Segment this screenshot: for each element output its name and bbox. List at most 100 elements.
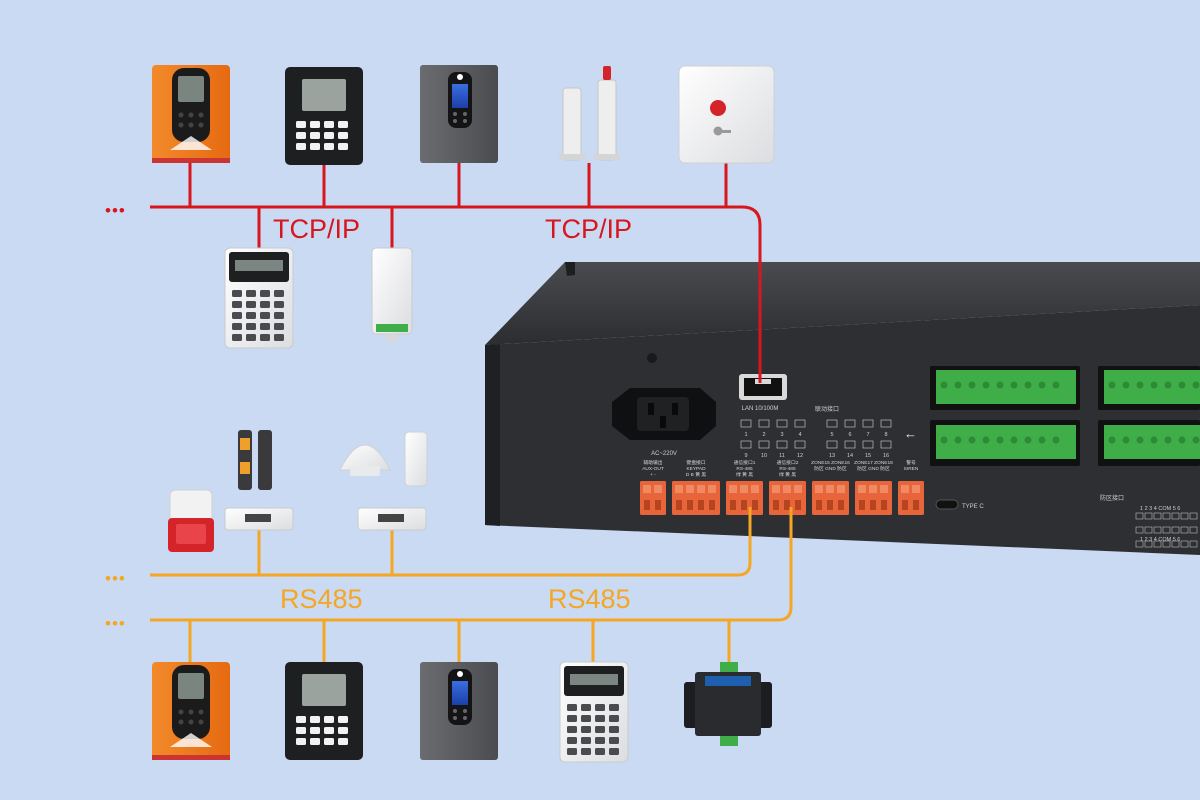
grey-controller-bottom (420, 662, 498, 760)
zone-pin (1180, 512, 1189, 520)
keypad-key (296, 121, 306, 128)
keypad-key (567, 726, 577, 733)
terminal-slot (752, 500, 758, 510)
keypad-key (310, 143, 320, 150)
linkage-number: 9 (744, 453, 747, 459)
zone-label: 防区接口 (1100, 494, 1124, 502)
zone-row-top: 1 2 3 4 COM 5 6 (1140, 506, 1180, 512)
terminal-label: RS-485 (779, 466, 796, 472)
green-terminal-screw (1024, 436, 1032, 444)
grey-controller-top (420, 65, 498, 163)
keypad-key (567, 748, 577, 755)
screw-icon (647, 353, 657, 363)
keypad-key (296, 132, 306, 139)
linkage-number: 6 (848, 432, 851, 438)
terminal-slot (795, 500, 801, 510)
keypad-key (296, 738, 306, 745)
keypad-key (260, 290, 270, 297)
zone-pin (1135, 540, 1144, 548)
terminal-slot (881, 500, 887, 510)
linkage-pin (776, 440, 788, 449)
linkage-number: 7 (866, 432, 869, 438)
zone-pin (1144, 512, 1153, 520)
tcp-main-line (150, 205, 762, 383)
keypad-key (310, 121, 320, 128)
terminal-screw (772, 485, 780, 493)
green-terminal-screw (982, 381, 990, 389)
terminal-slot (816, 500, 822, 510)
linkage-pin (880, 419, 892, 428)
linkage-number: 13 (829, 453, 835, 459)
terminal-label: D B 黄 黑 (686, 471, 706, 478)
terminal-slot (859, 500, 865, 510)
terminal-screw (708, 485, 716, 493)
tcp-ip-label-left: TCP/IP (273, 214, 360, 244)
linkage-pin (862, 440, 874, 449)
green-terminal-screw (1052, 436, 1060, 444)
keypad-key (338, 132, 348, 139)
zone-pin (1171, 526, 1180, 534)
terminal-label: 绿 黄 黑 (779, 471, 796, 478)
lan-port[interactable]: LAN 10/100M (739, 374, 787, 412)
zone-pin (1189, 512, 1198, 520)
keypad-key (338, 716, 348, 723)
zone-interface: 防区接口 1 2 3 4 COM 5 6 1 2 3 4 COM 5 6 (1100, 494, 1198, 548)
green-terminal-screw (968, 381, 976, 389)
terminal-screw (643, 485, 651, 493)
terminal-screw (858, 485, 866, 493)
linkage-pin (880, 440, 892, 449)
keypad-key (324, 738, 334, 745)
type-c-port[interactable]: TYPE C (935, 499, 984, 510)
zone-pin (1171, 540, 1180, 548)
keypad-key (232, 290, 242, 297)
linkage-pin (740, 440, 752, 449)
keypad-key (274, 312, 284, 319)
terminal-label: 辅助输出 (643, 459, 662, 466)
terminal-screw (783, 485, 791, 493)
keypad-key (310, 132, 320, 139)
tcp-ip-label-right: TCP/IP (545, 214, 632, 244)
linkage-number: 5 (830, 432, 833, 438)
siren-strobe (168, 489, 214, 552)
terminal-label: 警号 (906, 459, 916, 466)
keypad-key (567, 715, 577, 722)
zone-pin (1189, 540, 1198, 548)
keypad-key (581, 704, 591, 711)
green-terminal-screw (996, 381, 1004, 389)
green-terminal-screw (1136, 381, 1144, 389)
terminal-label: + - (650, 473, 656, 478)
keypad-key (581, 715, 591, 722)
keypad-key (324, 143, 334, 150)
rs485-ellipsis-1: ••• (105, 569, 126, 588)
lan-label: LAN 10/100M (742, 406, 779, 412)
terminal-screw (837, 485, 845, 493)
terminal-label: 通信接口2 (777, 459, 799, 466)
zone-pin (1180, 540, 1189, 548)
keypad-key (296, 716, 306, 723)
terminal-slot (870, 500, 876, 510)
keypad-key (246, 323, 256, 330)
keypad-key (274, 334, 284, 341)
terminal-label: RS-485 (736, 466, 753, 472)
terminal-slot (698, 500, 704, 510)
green-terminal-blocks (930, 366, 1200, 466)
expansion-module-1 (224, 507, 294, 531)
terminal-screw (697, 485, 705, 493)
rs485-line-2 (150, 507, 793, 622)
keypad-key (260, 301, 270, 308)
rs485-bus (150, 507, 793, 662)
keypad-key (232, 323, 242, 330)
dual-tech-detector (238, 430, 272, 490)
keypad-key (338, 143, 348, 150)
green-terminal-screw (982, 436, 990, 444)
arrow-left-icon: ← (904, 426, 917, 441)
terminal-screw (826, 485, 834, 493)
linkage-number: 12 (797, 453, 803, 459)
zone-pin (1144, 526, 1153, 534)
terminal-screw (880, 485, 888, 493)
keypad-key (246, 301, 256, 308)
ac-label: AC~220V (651, 451, 677, 457)
green-terminal-screw (1136, 436, 1144, 444)
